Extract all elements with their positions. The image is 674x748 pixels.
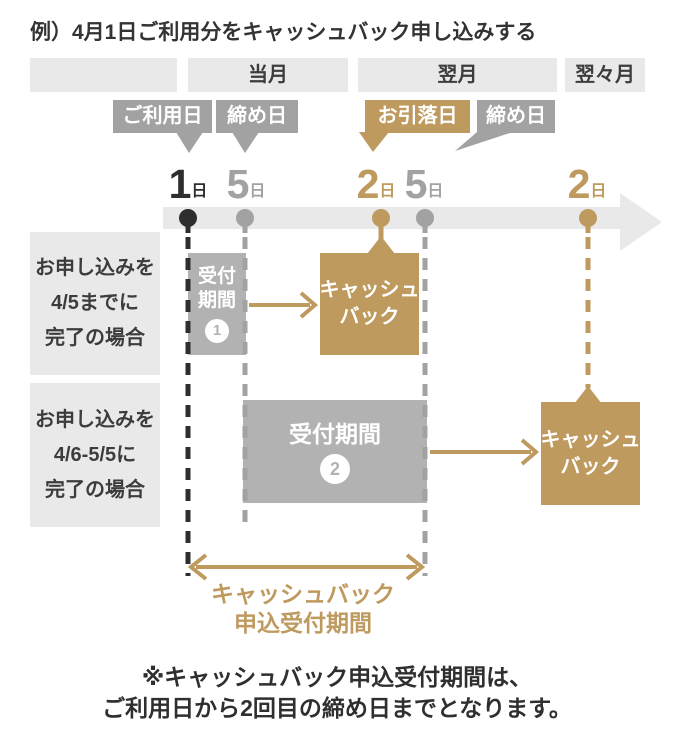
- period-label-line: 受付: [197, 266, 236, 287]
- case1-condition-line: お申し込みを: [35, 257, 155, 279]
- period-number-1: 1: [205, 319, 229, 343]
- cashback1-connector-icon: [367, 236, 395, 254]
- footnote-line: ご利用日から2回目の締め日までとなります。: [102, 695, 572, 721]
- application-period-arrow-left-head-icon: [187, 553, 208, 581]
- cashback-label-line: キャッシュ: [319, 279, 420, 301]
- arrow-case1-head-icon: [299, 291, 319, 319]
- cashback-label-line: バック: [339, 306, 400, 328]
- period-number-2: 2: [320, 453, 350, 484]
- case1-condition-line: 完了の場合: [45, 327, 145, 349]
- case1-reception-period-box: 受付 期間 1: [188, 253, 246, 355]
- application-period-label: キャッシュバック 申込受付期間: [146, 580, 460, 638]
- date-unit: 日: [427, 183, 444, 200]
- date-num: 2: [567, 161, 591, 207]
- withdrawal-date-badge: お引落日: [365, 100, 470, 133]
- timeline-arrowhead-icon: [620, 193, 662, 251]
- date-num: 5: [226, 161, 250, 207]
- case2-reception-period-box: 受付期間 2: [243, 400, 427, 503]
- case2-condition-line: 4/6-5/5に: [53, 443, 137, 466]
- footnote: ※キャッシュバック申込受付期間は、 ご利用日から2回目の締め日までとなります。: [0, 662, 674, 724]
- date-unit: 日: [191, 183, 208, 200]
- case2-condition-box: お申し込みを 4/6-5/5に 完了の場合: [30, 383, 160, 527]
- month-header-current: 当月: [188, 58, 348, 92]
- application-period-line: キャッシュバック: [211, 581, 395, 607]
- month-header-blank: [30, 58, 177, 92]
- closing-date-badge-1: 締め日: [216, 100, 298, 133]
- period-label: 受付期間: [289, 420, 381, 447]
- date-num: 2: [356, 161, 380, 207]
- cashback-label-line: キャッシュ: [540, 428, 641, 451]
- date-num: 1: [168, 161, 192, 207]
- application-period-arrow-right-head-icon: [405, 553, 426, 581]
- diagram-title: 例）4月1日ご利用分をキャッシュバック申し込みする: [30, 21, 537, 44]
- cashback-label-line: バック: [560, 455, 621, 478]
- timeline-band: [163, 207, 622, 229]
- closing-date1-pointer-icon: [232, 132, 259, 153]
- date-num: 5: [404, 161, 428, 207]
- month-header-after-next: 翌々月: [565, 58, 645, 92]
- period-label-line: 期間: [197, 290, 236, 311]
- closing-date2-pointer-icon: [455, 132, 513, 151]
- closing-date-badge-2: 締め日: [477, 100, 555, 133]
- case2-cashback-box: キャッシュ バック: [540, 402, 641, 505]
- case1-cashback-box: キャッシュ バック: [319, 253, 420, 355]
- case2-condition-line: お申し込みを: [35, 408, 155, 431]
- case1-condition-box: お申し込みを 4/5までに 完了の場合: [30, 232, 160, 375]
- date-unit: 日: [379, 183, 396, 200]
- date-unit: 日: [590, 183, 607, 200]
- usage-date-badge: ご利用日: [113, 100, 212, 133]
- application-period-line: 申込受付期間: [234, 610, 372, 636]
- withdrawal-date-pointer-icon: [359, 132, 389, 152]
- usage-date-pointer-icon: [176, 132, 203, 153]
- case1-condition-line: 4/5までに: [51, 292, 139, 314]
- month-header-next: 翌月: [358, 58, 557, 92]
- footnote-line: ※キャッシュバック申込受付期間は、: [141, 664, 533, 690]
- arrow-case2-head-icon: [520, 438, 540, 466]
- date-unit: 日: [249, 183, 266, 200]
- case2-condition-line: 完了の場合: [45, 478, 145, 501]
